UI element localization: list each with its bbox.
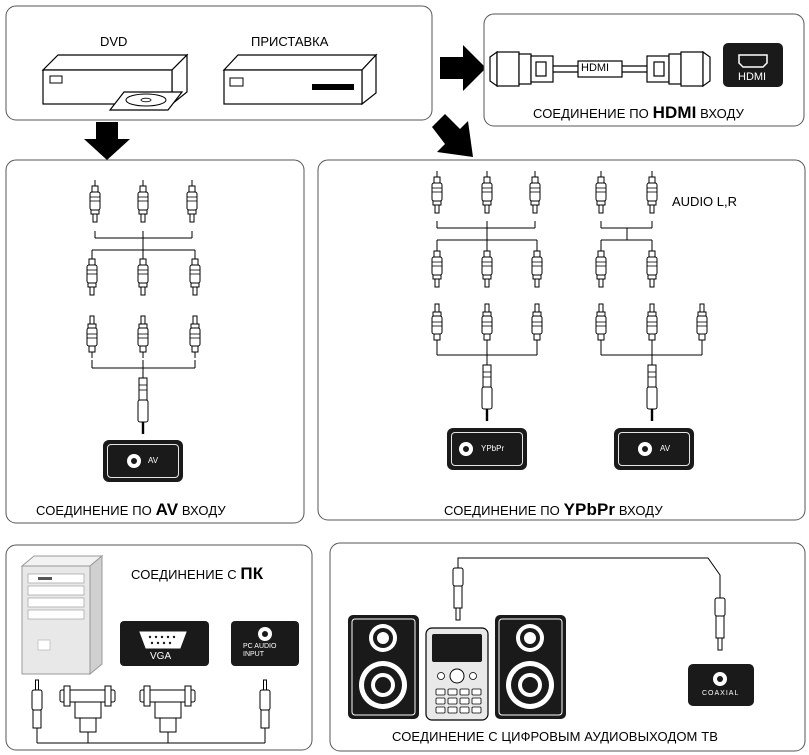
hdmi-port-label: HDMI	[738, 71, 767, 83]
ypbpr-caption: СОЕДИНЕНИЕ ПО YPbPr ВХОДУ	[444, 500, 663, 519]
hdmi-cable-label: HDMI	[581, 62, 610, 74]
audio-lr-label: AUDIO L,R	[672, 194, 738, 209]
av-port-label: AV	[148, 456, 159, 465]
ypbpr-port-label: YPbPr	[481, 444, 505, 453]
ypbpr-port: YPbPr	[447, 428, 527, 470]
ypbpr-av-jack-icon	[638, 442, 652, 456]
coaxial-caption: СОЕДИНЕНИЕ С ЦИФРОВЫМ АУДИОВЫХОДОМ ТВ	[392, 729, 719, 744]
dvd-player-icon	[41, 53, 189, 111]
hdmi-cable-icon	[489, 50, 711, 88]
ypbpr-av-port-label: AV	[660, 444, 671, 453]
hdmi-port-icon	[723, 43, 783, 87]
ypbpr-av-port: AV	[614, 428, 694, 470]
coaxial-label: COAXIAL	[702, 690, 740, 697]
pc-panel	[5, 544, 313, 751]
dvd-label: DVD	[100, 34, 128, 49]
sources-panel	[5, 5, 433, 121]
av-caption: СОЕДИНЕНИЕ ПО AV ВХОДУ	[36, 500, 226, 519]
hdmi-caption: СОЕДИНЕНИЕ ПО HDMI ВХОДУ	[533, 103, 745, 122]
ypbpr-panel	[317, 159, 806, 521]
vga-label: VGA	[150, 651, 172, 662]
pc-caption: СОЕДИНЕНИЕ С ПК	[131, 564, 264, 583]
hdmi-panel	[483, 13, 805, 127]
left-speaker-icon	[348, 615, 419, 719]
set-top-box-label: ПРИСТАВКА	[251, 34, 329, 49]
arrow-right-icon	[440, 45, 486, 91]
arrow-down-icon	[84, 122, 130, 160]
av-port: AV	[103, 440, 183, 482]
pc-tower-icon	[20, 554, 104, 676]
av-jack-icon	[127, 454, 141, 468]
av-panel	[5, 159, 305, 524]
arrow-diagonal-icon	[432, 114, 473, 157]
ypbpr-jack-icon	[459, 442, 473, 456]
pc-audio-port-icon	[231, 621, 299, 666]
set-top-box-icon	[222, 53, 378, 106]
coaxial-panel	[329, 542, 806, 752]
audio-receiver-icon	[425, 627, 489, 721]
right-speaker-icon	[495, 615, 566, 719]
